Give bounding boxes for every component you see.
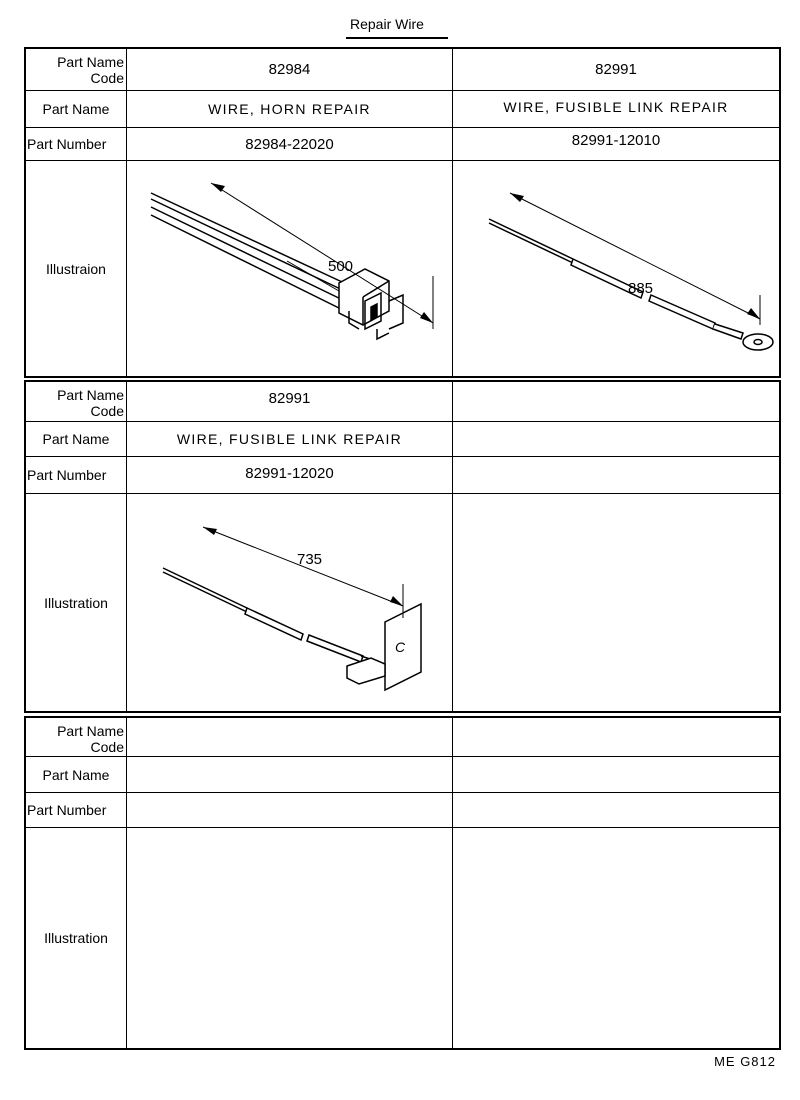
dimension-label: 735 [297,551,322,568]
column-divider [126,382,127,711]
label-illustration: Illustration [44,930,108,946]
part-name-cell [453,757,779,792]
parts-panel-3: Part Name Code Part Name Part Number Ill… [24,716,781,1050]
part-code-cell [453,718,779,756]
parts-panel-1: Part Name Code 82984 82991 Part Name WIR… [24,47,781,378]
column-divider [452,718,453,1048]
row-part-name-code: Part Name Code [26,718,779,757]
column-divider [126,49,127,376]
part-code-cell: 82991 [268,390,311,407]
part-name-cell: WIRE, FUSIBLE LINK REPAIR [503,99,729,115]
label-part-name: Part Name [42,431,110,447]
fusible-link-bracket-illustration: 735 C [162,526,422,692]
parts-panel-2: Part Name Code 82991 Part Name WIRE, FUS… [24,380,781,713]
label-illustration: Illustration [44,594,108,611]
part-code-cell [453,382,779,421]
label-part-name: Part Name [42,766,110,783]
dimension-label: 885 [628,280,653,297]
part-name-cell [127,757,452,792]
part-code-cell [127,718,452,756]
part-number-cell: 82991-12020 [245,464,334,482]
fusible-link-wire-illustration: 885 [488,192,774,351]
row-part-name-code: Part Name Code 82991 [26,382,779,422]
label-illustration: Illustraion [46,260,106,277]
part-number-cell [453,793,779,827]
row-part-name: Part Name WIRE, FUSIBLE LINK REPAIR [26,422,779,457]
page-title: Repair Wire [350,16,424,32]
row-illustration: Illustration [26,828,779,1048]
column-divider [452,49,453,376]
label-part-name-code: Part Name Code [57,54,124,86]
row-part-name: Part Name [26,757,779,793]
part-name-cell: WIRE, FUSIBLE LINK REPAIR [176,431,403,447]
row-illustration: Illustraion [26,161,779,376]
part-number-cell [453,457,779,493]
title-underline [346,37,448,39]
row-illustration: Illustration 735 C [26,494,779,711]
label-part-name-code: Part Name Code [57,723,124,755]
part-number-cell [127,793,452,827]
row-part-number: Part Number [26,793,779,828]
row-part-name: Part Name WIRE, HORN REPAIR WIRE, FUSIBL… [26,91,779,128]
label-part-name: Part Name [42,101,110,117]
row-part-number: Part Number 82984-22020 82991-12010 [26,128,779,161]
horn-repair-wire-illustration: 500 [150,182,434,341]
dimension-label: 500 [328,258,353,275]
label-part-name-code: Part Name Code [57,387,124,419]
part-name-cell [453,422,779,456]
row-part-number: Part Number 82991-12020 [26,457,779,494]
part-name-cell: WIRE, HORN REPAIR [208,101,371,117]
bracket-letter: C [395,639,406,655]
part-number-cell: 82991-12010 [571,131,661,149]
column-divider [126,718,127,1048]
column-divider [452,382,453,711]
row-part-name-code: Part Name Code 82984 82991 [26,49,779,91]
page-code: ME G812 [714,1054,776,1069]
part-code-cell: 82991 [595,61,637,78]
label-part-number: Part Number [27,467,107,483]
part-number-cell: 82984-22020 [245,135,334,153]
label-part-number: Part Number [27,136,107,152]
label-part-number: Part Number [27,802,107,818]
part-code-cell: 82984 [268,61,311,78]
